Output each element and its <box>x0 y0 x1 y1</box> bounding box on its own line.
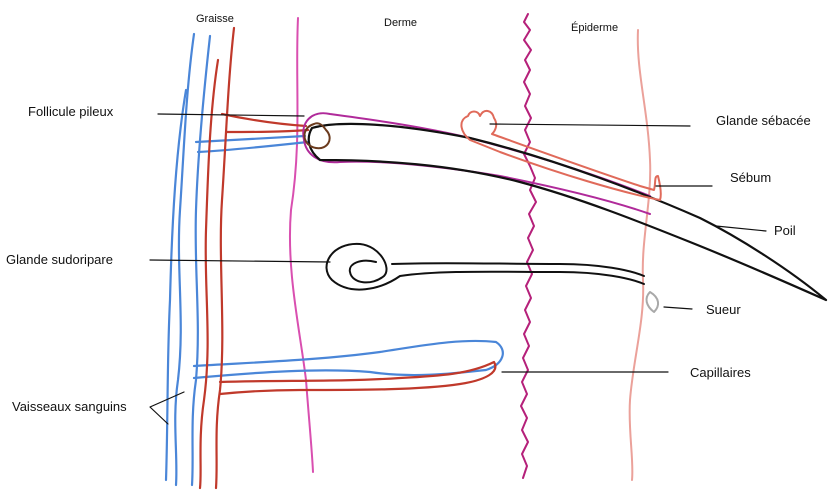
label-capillaries: Capillaires <box>690 365 751 380</box>
layer-label-fat: Graisse <box>196 13 234 25</box>
artery-vertical-2 <box>200 60 218 488</box>
label-sweat-gland: Glande sudoripare <box>6 252 113 267</box>
artery-capillary-loop <box>220 362 495 394</box>
leader-sweat <box>664 307 692 309</box>
leader-lines <box>150 114 766 424</box>
artery-vertical-1 <box>216 28 234 488</box>
layer-label-dermis: Derme <box>384 17 417 29</box>
leader-sebaceous-gland <box>490 124 690 126</box>
dermis-boundary-line <box>290 18 313 472</box>
vein-follicle-branch <box>196 136 308 152</box>
label-sweat: Sueur <box>706 302 741 317</box>
artery-group <box>200 28 495 488</box>
label-hair: Poil <box>774 223 796 238</box>
label-hair-follicle: Follicule pileux <box>28 104 114 119</box>
artery-follicle-branch <box>222 114 308 132</box>
label-blood-vessels: Vaisseaux sanguins <box>12 399 127 414</box>
label-sebum: Sébum <box>730 170 771 185</box>
hair-follicle-sheath <box>303 113 650 214</box>
layer-label-epidermis: Épiderme <box>571 21 618 34</box>
skin-surface-line <box>630 30 651 480</box>
leader-sweat-gland <box>150 260 330 262</box>
epidermis-boundary-line <box>521 14 536 478</box>
label-sebaceous-gland: Glande sébacée <box>716 113 811 128</box>
sweat-drop <box>647 292 659 312</box>
sweat-gland <box>327 244 644 290</box>
